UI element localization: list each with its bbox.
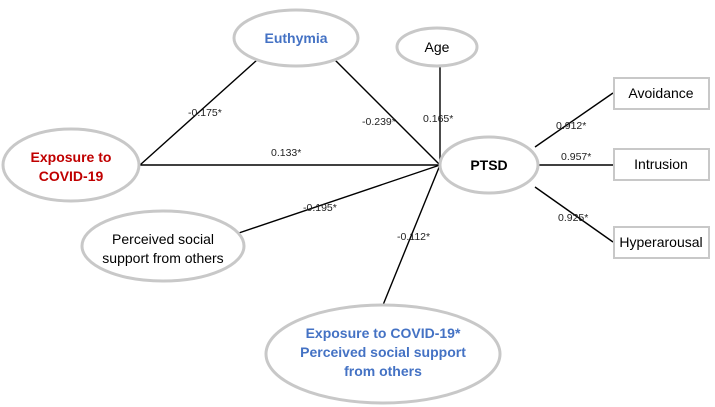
coefficients: -0.175* -0.239* 0.165* 0.133* -0.195* -0… (188, 107, 591, 243)
coef-euthymia-ptsd: -0.239* (362, 116, 396, 128)
interaction-label-line2: Perceived social support (300, 344, 466, 360)
coef-interaction-ptsd: -0.112* (397, 231, 430, 243)
interaction-label-line3: from others (344, 363, 422, 379)
avoidance-label: Avoidance (628, 85, 693, 101)
coef-ptsd-avoidance: 0.912* (556, 120, 586, 132)
social-label-line2: support from others (102, 250, 223, 266)
node-ptsd: PTSD (438, 135, 540, 195)
ptsd-label: PTSD (470, 157, 507, 173)
node-social: Perceived social support from others (80, 209, 246, 283)
intrusion-label: Intrusion (634, 156, 688, 172)
node-interaction: Exposure to COVID-19* Perceived social s… (264, 303, 502, 405)
exposure-label-line1: Exposure to (31, 149, 112, 165)
coef-exposure-euthymia: -0.175* (188, 107, 222, 119)
edge-interaction-ptsd (382, 164, 441, 306)
coef-exposure-ptsd: 0.133* (271, 147, 301, 159)
euthymia-label: Euthymia (264, 30, 327, 46)
node-intrusion: Intrusion (613, 148, 710, 181)
edge-exposure-euthymia (139, 59, 258, 166)
node-hyperarousal: Hyperarousal (613, 226, 710, 259)
node-age: Age (395, 26, 479, 68)
edge-ptsd-hyperarousal (534, 186, 614, 243)
social-label-line1: Perceived social (112, 231, 214, 247)
node-euthymia: Euthymia (232, 8, 360, 68)
edges (139, 59, 614, 306)
coef-social-ptsd: -0.195* (303, 202, 337, 214)
edge-social-ptsd (229, 164, 441, 237)
coef-ptsd-intrusion: 0.957* (561, 151, 591, 163)
edge-euthymia-ptsd (334, 59, 441, 166)
coef-age-ptsd: 0.165* (423, 113, 453, 125)
node-avoidance: Avoidance (613, 77, 710, 110)
hyperarousal-label: Hyperarousal (619, 234, 702, 250)
exposure-label-line2: COVID-19 (39, 168, 104, 184)
edge-ptsd-avoidance (534, 92, 614, 148)
node-exposure: Exposure to COVID-19 (1, 127, 141, 203)
age-label: Age (425, 39, 450, 55)
interaction-label-line1: Exposure to COVID-19* (306, 325, 461, 341)
coef-ptsd-hyperarousal: 0.925* (558, 212, 588, 224)
